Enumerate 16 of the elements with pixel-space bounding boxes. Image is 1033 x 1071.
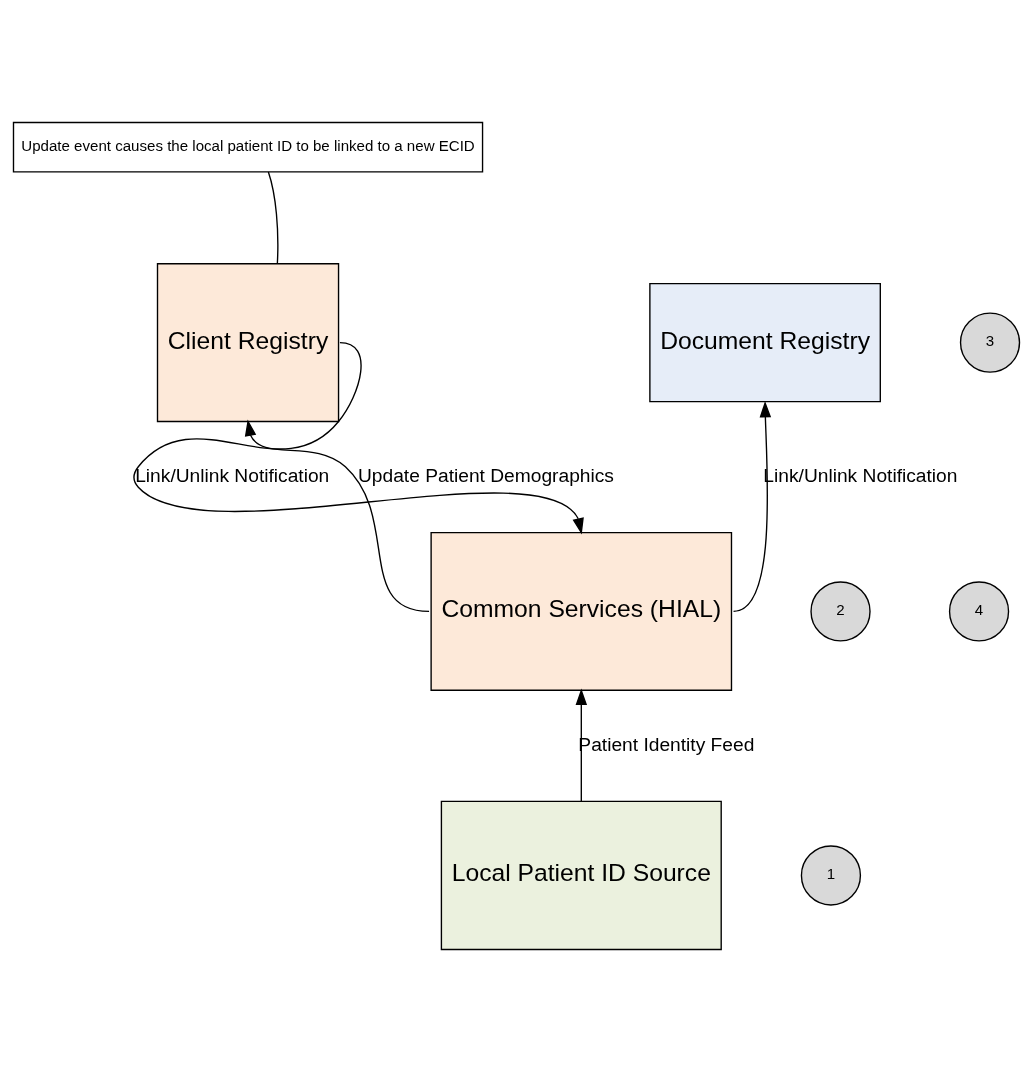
node-box: Client Registry xyxy=(156,262,340,422)
connector xyxy=(267,170,279,264)
arrow xyxy=(732,400,772,612)
node-box: Document Registry xyxy=(649,282,881,402)
edge-label: Link/Unlink Notification xyxy=(135,464,330,486)
node-circle: 2 xyxy=(810,580,871,642)
node-box: Local Patient ID Source xyxy=(440,800,722,950)
arrow xyxy=(575,688,588,802)
edge-label: Update Patient Demographics xyxy=(357,464,614,486)
node-circle: 4 xyxy=(948,580,1010,642)
arrow xyxy=(244,418,430,612)
node-box: Common Services (HIAL) xyxy=(430,531,733,691)
node-circle: 1 xyxy=(800,844,862,906)
node-circle: 3 xyxy=(959,311,1021,373)
arrow xyxy=(133,341,584,535)
node-box: Update event causes the local patient ID to be linked to a new ECID xyxy=(12,121,484,173)
